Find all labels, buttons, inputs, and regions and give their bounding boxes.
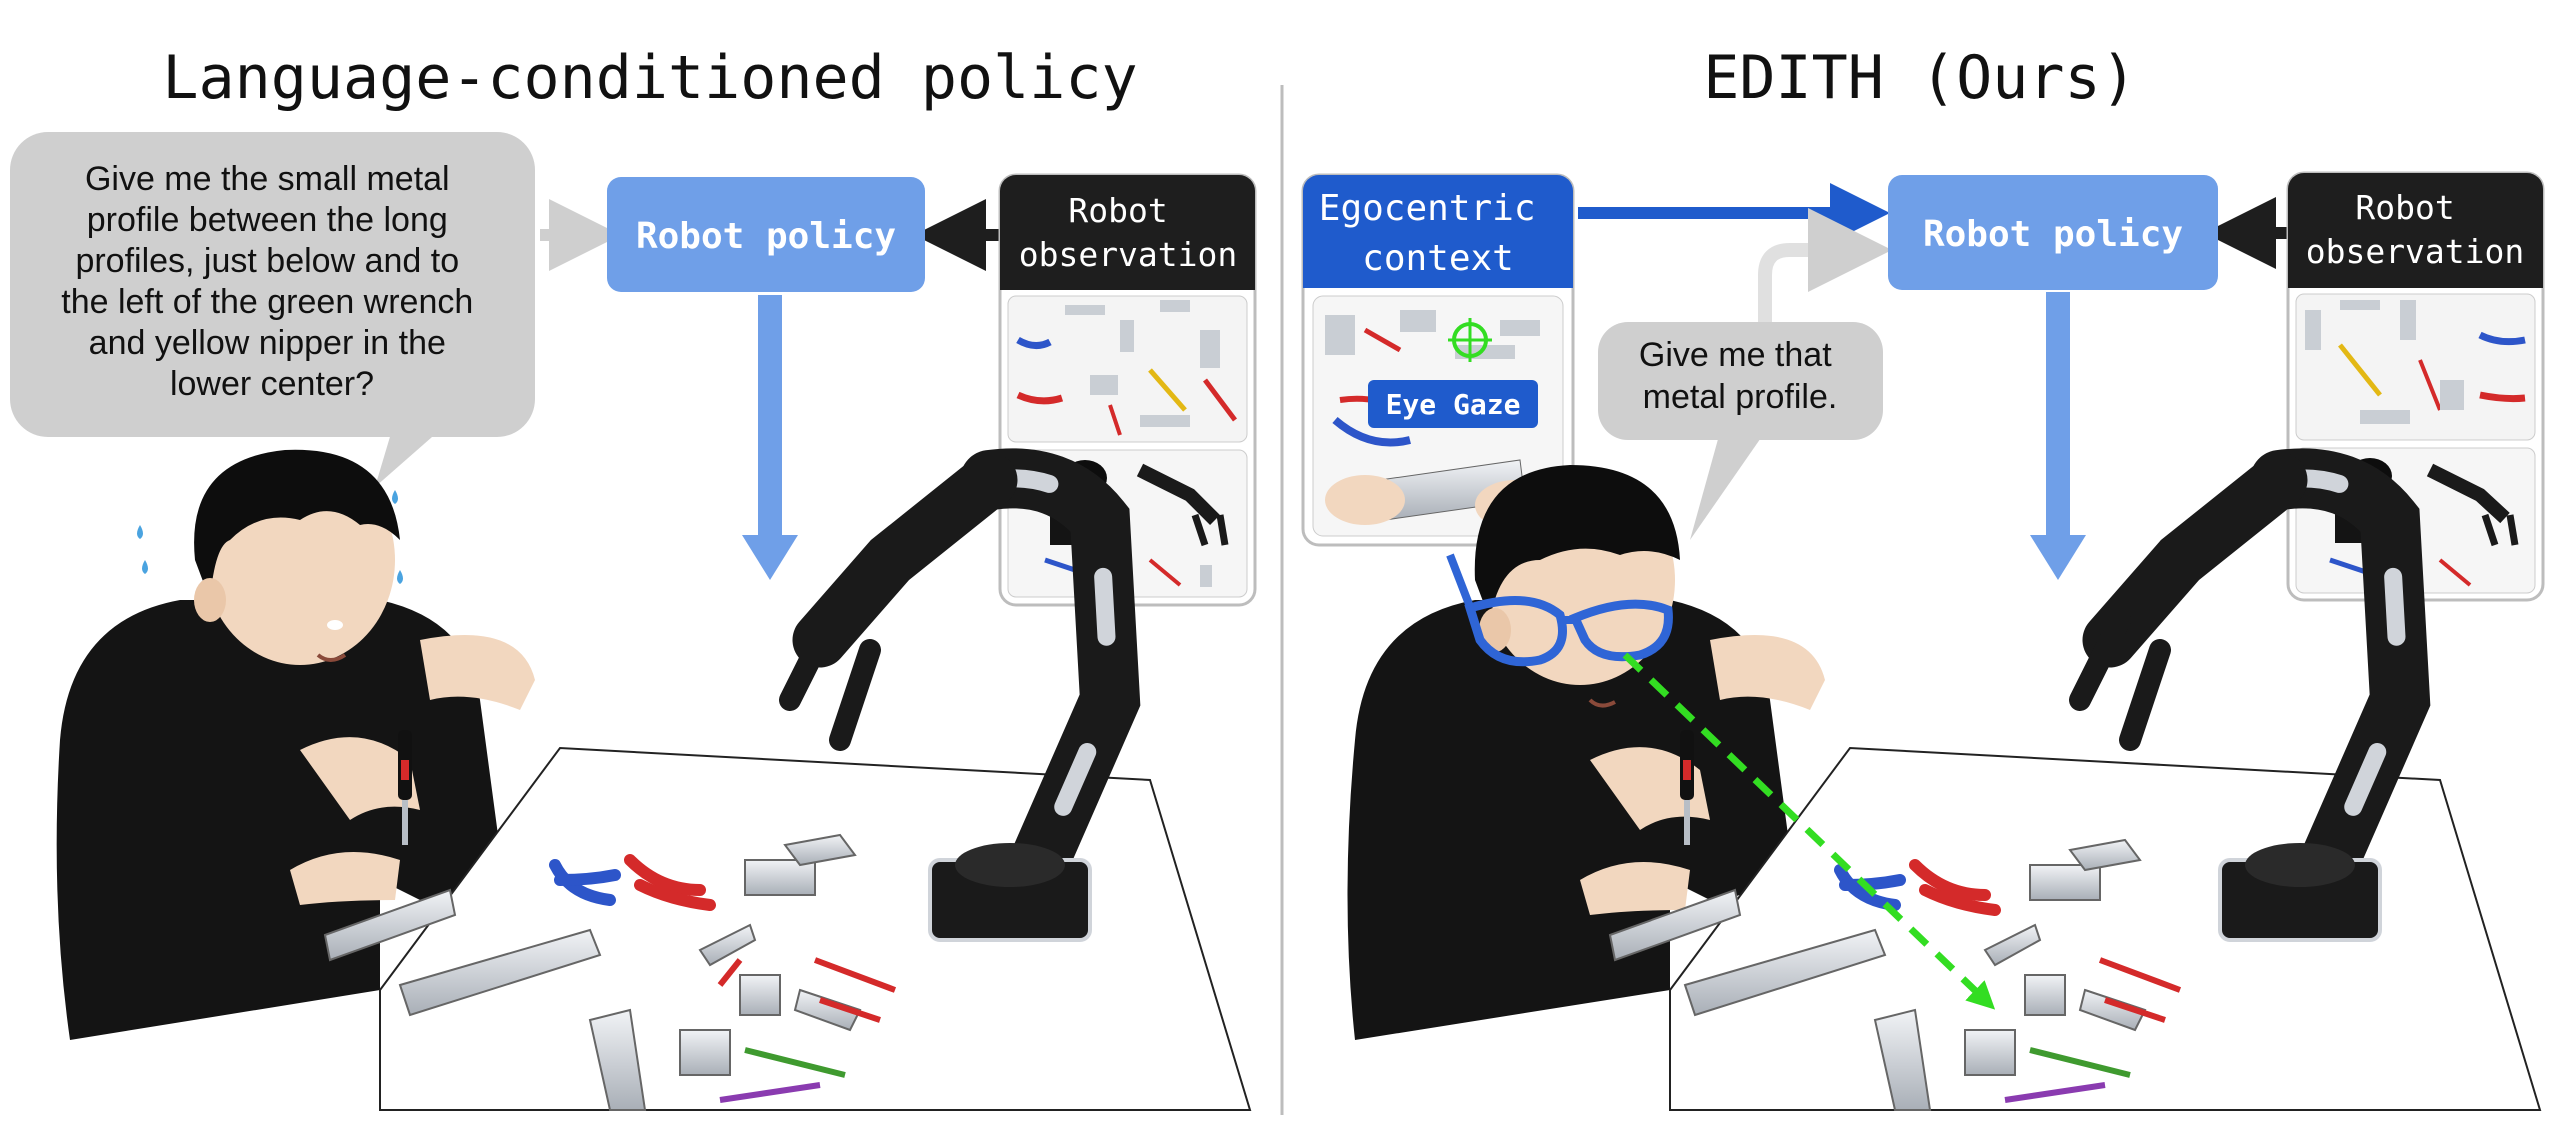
egocentric-context-line: context: [1362, 238, 1514, 279]
left-observation-line: Robot: [1068, 191, 1167, 230]
right-panel: EDITH (Ours) Egocentric context: [1303, 43, 2543, 1110]
left-speech-line: profile between the long: [87, 201, 448, 239]
left-observation-topview: [1008, 296, 1247, 442]
left-panel: Language-conditioned policy Give me the …: [10, 43, 1255, 1110]
right-speech-line: metal profile.: [1643, 378, 1838, 416]
left-robot-policy-label: Robot policy: [636, 216, 896, 257]
left-speech-line: lower center?: [170, 365, 374, 403]
right-speech-line: Give me that: [1639, 336, 1832, 374]
right-observation-line: Robot: [2355, 188, 2454, 227]
left-speech-line: and yellow nipper in the: [89, 324, 446, 362]
right-table-surface: [1670, 748, 2540, 1110]
small-metal-profile: [740, 975, 780, 1015]
egocentric-context-line: Egocentric: [1319, 188, 1536, 229]
speech-to-policy-arrow-right: [1765, 250, 1850, 330]
right-robot-policy-label: Robot policy: [1923, 214, 2183, 255]
policy-to-robot-arrowhead-right: [2030, 535, 2086, 580]
left-table-surface: [380, 748, 1250, 1110]
right-panel-title: EDITH (Ours): [1703, 43, 2136, 113]
right-observation-line: observation: [2306, 232, 2525, 271]
left-ear: [194, 578, 226, 622]
left-panel-title: Language-conditioned policy: [162, 43, 1137, 113]
eye-gaze-label: Eye Gaze: [1386, 388, 1521, 421]
policy-to-robot-arrowhead-left: [742, 535, 798, 580]
right-target-metal-profile: [2025, 975, 2065, 1015]
left-speech-line: the left of the green wrench: [61, 283, 473, 321]
left-speech-bubble: Give me the small metal profile between …: [10, 132, 535, 487]
left-observation-line: observation: [1019, 235, 1238, 274]
left-speech-line: profiles, just below and to: [75, 242, 459, 280]
left-speech-line: Give me the small metal: [85, 160, 450, 198]
